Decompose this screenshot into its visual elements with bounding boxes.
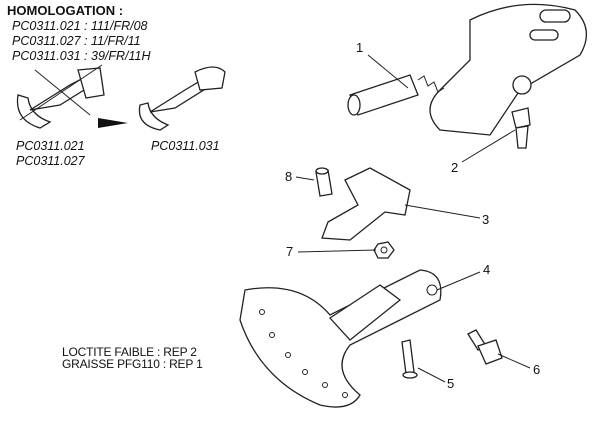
new-ref: PC0311.031 (151, 139, 220, 153)
part-2-bolt (511, 107, 531, 149)
callout-6: 6 (533, 362, 541, 377)
old-ref: PC0311.021 (16, 139, 85, 153)
callout-3: 3 (482, 212, 490, 227)
part-6-bolt (467, 329, 503, 365)
callout-7: 7 (286, 244, 294, 259)
old-ref: PC0311.027 (16, 154, 85, 168)
callout-8: 8 (285, 169, 293, 184)
part-7-nut (373, 241, 395, 259)
callout-5: 5 (447, 376, 455, 391)
homologation-entry: PC0311.021 : 111/FR/08 (12, 19, 148, 33)
part-5-pin (401, 339, 418, 379)
arrow-icon (98, 118, 128, 128)
part-8-spacer (315, 167, 333, 197)
note-loctite: LOCTITE FAIBLE : REP 2 (62, 345, 197, 359)
new-pedal-thumbnail (138, 66, 226, 131)
leader-lines (295, 54, 531, 383)
part-1-pedal-top (347, 3, 587, 136)
callout-1: 1 (356, 40, 364, 55)
homologation-entry: PC0311.027 : 11/FR/11 (12, 34, 141, 48)
callout-4: 4 (483, 262, 491, 277)
old-pedal-thumbnail (16, 64, 105, 129)
note-grease: GRAISSE PFG110 : REP 1 (62, 357, 203, 371)
callout-2: 2 (451, 160, 459, 175)
part-4-pedal (239, 269, 442, 408)
homologation-title: HOMOLOGATION : (7, 3, 124, 18)
homologation-entry: PC0311.031 : 39/FR/11H (12, 49, 151, 63)
part-3-block (321, 167, 411, 241)
